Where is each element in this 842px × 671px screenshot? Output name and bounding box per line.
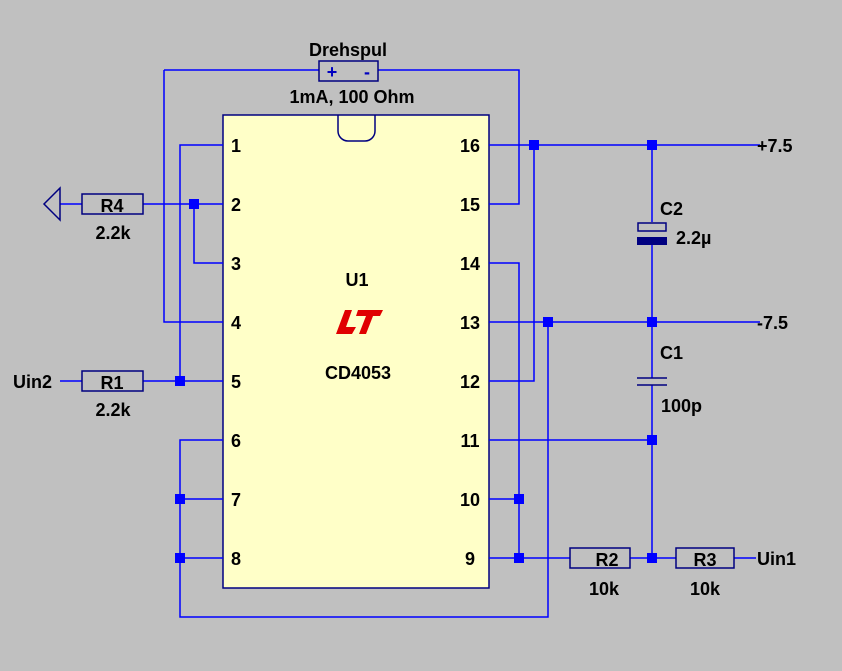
junction: [189, 199, 199, 209]
net-label-vpos: +7.5: [757, 136, 793, 156]
pin-16: 16: [460, 136, 480, 156]
meter-plus-icon: +: [327, 62, 338, 82]
resistor-r2[interactable]: R2 10k: [569, 547, 631, 599]
pin-9: 9: [465, 549, 475, 569]
net-label-uin2: Uin2: [13, 372, 52, 392]
pin-6: 6: [231, 431, 241, 451]
left-pin-numbers: 1 2 3 4 5 6 7 8: [231, 136, 241, 569]
right-pin-numbers: 16 15 14 13 12 11 10 9: [460, 136, 480, 569]
junction: [647, 553, 657, 563]
junction: [175, 376, 185, 386]
c1-value: 100p: [661, 396, 702, 416]
net-label-uin1: Uin1: [757, 549, 796, 569]
capacitor-c2[interactable]: C2 2.2µ: [637, 199, 711, 248]
pin-15: 15: [460, 195, 480, 215]
junction: [175, 494, 185, 504]
pin-5: 5: [231, 372, 241, 392]
wire-pin14: [489, 262, 520, 558]
output-arrow-icon: [42, 186, 61, 222]
wire-pin12-vpos: [489, 145, 535, 382]
resistor-r1[interactable]: R1 2.2k: [81, 370, 144, 420]
net-label-vneg: -7.5: [757, 313, 788, 333]
c2-ref: C2: [660, 199, 683, 219]
ic-notch: [337, 115, 376, 142]
meter-body: [318, 60, 379, 82]
pin-10: 10: [460, 490, 480, 510]
r4-ref: R4: [100, 196, 123, 216]
pin-3: 3: [231, 254, 241, 274]
meter-name: Drehspul: [309, 40, 387, 60]
ic-part: CD4053: [325, 363, 391, 383]
r1-value: 2.2k: [95, 400, 131, 420]
pin-8: 8: [231, 549, 241, 569]
pin-7: 7: [231, 490, 241, 510]
junction: [543, 317, 553, 327]
ic-body[interactable]: [222, 114, 490, 589]
wire-pin1-pin5: [179, 144, 223, 381]
wire-pin7-pin8: [180, 498, 223, 559]
pin-4: 4: [231, 313, 241, 333]
pin-11: 11: [460, 431, 479, 451]
capacitor-c1[interactable]: C1 100p: [637, 343, 702, 416]
wire-meter-pin15: [164, 69, 520, 205]
junction: [514, 494, 524, 504]
c1-ref: C1: [660, 343, 683, 363]
pin-1: 1: [231, 136, 241, 156]
junctions: [175, 140, 657, 563]
wire-pin6-vneg: [179, 322, 549, 618]
r3-value: 10k: [690, 579, 721, 599]
lt-logo-icon: [336, 310, 383, 334]
meter-drehspul[interactable]: + - Drehspul 1mA, 100 Ohm: [289, 40, 414, 107]
pin-2: 2: [231, 195, 241, 215]
pin-14: 14: [460, 254, 480, 274]
junction: [647, 140, 657, 150]
ic-ref: U1: [345, 270, 368, 290]
r3-ref: R3: [693, 550, 716, 570]
resistor-r4[interactable]: R4 2.2k: [81, 193, 144, 243]
r4-value: 2.2k: [95, 223, 131, 243]
meter-value: 1mA, 100 Ohm: [289, 87, 414, 107]
junction: [529, 140, 539, 150]
r1-ref: R1: [100, 373, 123, 393]
meter-minus-icon: -: [364, 62, 370, 82]
junction: [175, 553, 185, 563]
r2-value: 10k: [589, 579, 620, 599]
junction: [647, 317, 657, 327]
c2-value: 2.2µ: [676, 228, 711, 248]
r2-ref: R2: [595, 550, 618, 570]
wire-meter-pin4: [163, 70, 223, 323]
junction: [647, 435, 657, 445]
resistor-r3[interactable]: R3 10k: [675, 547, 735, 599]
wire-pin2-pin3: [193, 204, 223, 264]
ic-u1[interactable]: U1 CD4053 1 2 3 4 5 6 7 8 16 15 14 13 12…: [222, 114, 490, 589]
pin-13: 13: [460, 313, 480, 333]
pin-12: 12: [460, 372, 480, 392]
junction: [514, 553, 524, 563]
